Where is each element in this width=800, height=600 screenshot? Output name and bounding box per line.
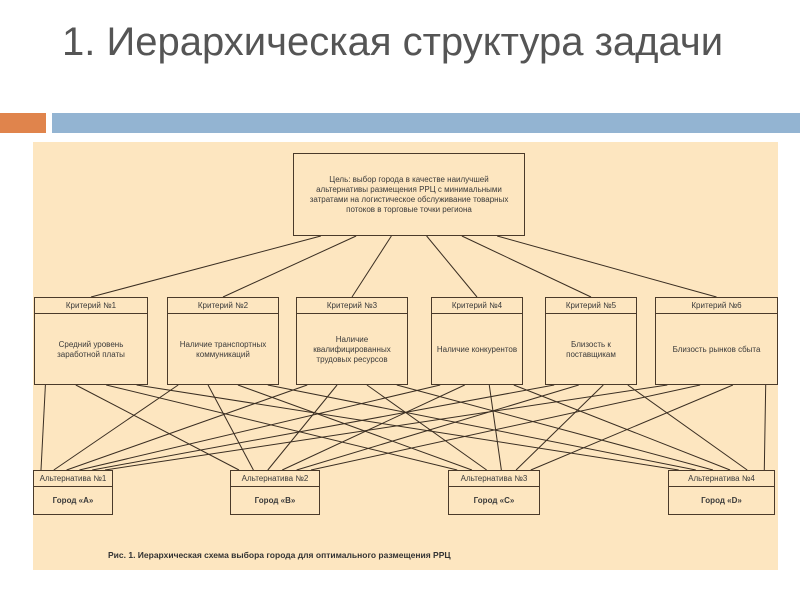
goal-box: Цель: выбор города в качестве наилучшей …	[293, 153, 525, 236]
alternative-text: Город «D»	[701, 496, 742, 505]
accent-bar-orange	[0, 113, 46, 133]
criterion-alternative-connector	[104, 384, 668, 471]
criterion-text: Наличие квалифицированных трудовых ресур…	[313, 335, 391, 364]
alternative-text: Город «А»	[52, 496, 94, 505]
criterion-header: Критерий №1	[35, 298, 147, 314]
criterion-alternative-connector	[106, 384, 458, 471]
criterion-alternative-connector	[267, 384, 696, 471]
criterion-alternative-connector	[53, 384, 179, 471]
criterion-text: Средний уровень заработной платы	[57, 340, 125, 359]
criterion-alternative-connector	[79, 384, 441, 471]
alternative-text: Город «В»	[254, 496, 296, 505]
criterion-header: Критерий №6	[656, 298, 777, 314]
criterion-alternative-connector	[515, 384, 604, 471]
criterion-alternative-connector	[136, 384, 679, 471]
criterion-alternative-connector	[396, 384, 714, 471]
alternative-box: Альтернатива №2 Город «В»	[230, 470, 320, 515]
goal-criterion-connector	[497, 235, 717, 298]
criterion-box: Критерий №4 Наличие конкурентов	[431, 297, 523, 385]
criterion-alternative-connector	[40, 384, 46, 471]
criterion-alternative-connector	[627, 384, 748, 471]
criterion-header: Критерий №2	[168, 298, 278, 314]
criterion-alternative-connector	[296, 384, 579, 471]
criterion-alternative-connector	[366, 384, 487, 471]
criterion-alternative-connector	[267, 384, 338, 471]
alternative-box: Альтернатива №4 Город «D»	[668, 470, 775, 515]
alternative-text: Город «С»	[473, 496, 515, 505]
goal-criterion-connector	[90, 235, 321, 298]
criterion-box: Критерий №3 Наличие квалифицированных тру…	[296, 297, 408, 385]
alternative-header: Альтернатива №3	[449, 471, 539, 487]
criterion-text: Наличие конкурентов	[436, 345, 518, 354]
criterion-header: Критерий №5	[546, 298, 636, 314]
criterion-alternative-connector	[75, 384, 240, 471]
goal-criterion-connector	[351, 235, 392, 298]
alternative-header: Альтернатива №1	[34, 471, 112, 487]
alternative-box: Альтернатива №1 Город «А»	[33, 470, 113, 515]
criterion-text: Близость рынков сбыта	[672, 345, 761, 354]
criterion-alternative-connector	[66, 384, 308, 471]
criterion-text: Близость к поставщикам	[566, 340, 616, 359]
slide-title: 1. Иерархическая структура задачи	[62, 20, 724, 64]
criterion-alternative-connector	[488, 384, 502, 471]
goal-criterion-connector	[222, 235, 357, 298]
accent-bar-blue	[52, 113, 800, 133]
criterion-alternative-connector	[513, 384, 731, 471]
criterion-box: Критерий №2 Наличие транспортных коммуник…	[167, 297, 279, 385]
criterion-header: Критерий №3	[297, 298, 407, 314]
criterion-alternative-connector	[281, 384, 465, 471]
alternative-header: Альтернатива №4	[669, 471, 774, 487]
criterion-box: Критерий №5 Близость к поставщикам	[545, 297, 637, 385]
criterion-alternative-connector	[237, 384, 473, 471]
goal-criterion-connector	[461, 235, 592, 298]
criterion-alternative-connector	[530, 384, 734, 471]
criterion-alternative-connector	[763, 384, 767, 471]
alternative-header: Альтернатива №2	[231, 471, 319, 487]
criterion-box: Критерий №1 Средний уровень заработной пл…	[34, 297, 148, 385]
criterion-text: Наличие транспортных коммуникаций	[179, 340, 267, 359]
alternative-box: Альтернатива №3 Город «С»	[448, 470, 540, 515]
goal-criterion-connector	[426, 235, 478, 298]
figure-caption: Рис. 1. Иерархическая схема выбора город…	[108, 550, 451, 560]
criterion-alternative-connector	[207, 384, 254, 471]
criterion-header: Критерий №4	[432, 298, 522, 314]
criterion-alternative-connector	[310, 384, 701, 471]
criterion-box: Критерий №6 Близость рынков сбыта	[655, 297, 778, 385]
criterion-alternative-connector	[92, 384, 555, 471]
